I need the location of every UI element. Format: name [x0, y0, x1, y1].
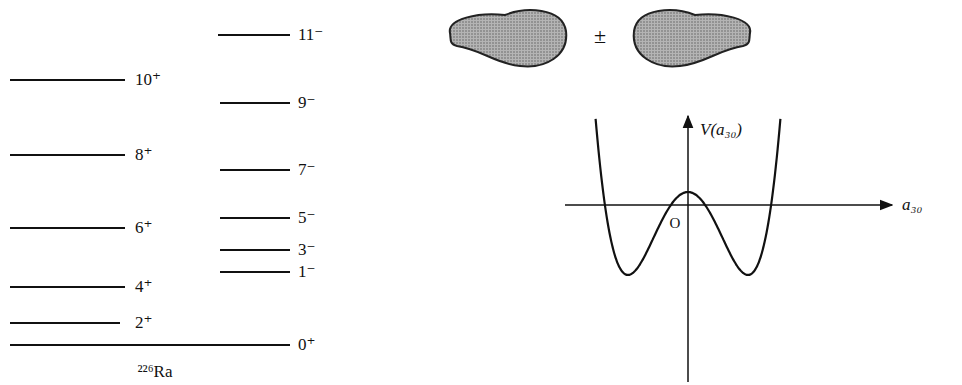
x-axis — [565, 204, 892, 206]
spin-parity-label: 3⁻ — [298, 241, 315, 260]
level-line — [10, 322, 120, 324]
spin-parity-label: 7⁻ — [298, 161, 315, 180]
axis-label: a₃₀ — [902, 196, 922, 215]
level-line — [10, 227, 125, 229]
level-line — [10, 154, 125, 156]
spin-parity-label: 10⁺ — [135, 71, 161, 90]
spin-parity-label: 5⁻ — [298, 209, 315, 228]
potential-curve — [596, 119, 781, 275]
spin-parity-label: 0⁺ — [298, 336, 315, 355]
level-line — [220, 169, 290, 171]
spin-parity-label: 6⁺ — [135, 219, 152, 238]
level-line — [220, 271, 290, 273]
spin-parity-label: 2⁺ — [135, 314, 152, 333]
level-lines — [10, 35, 290, 345]
pear-shape — [450, 10, 566, 66]
level-line — [10, 344, 290, 346]
axis-label: V(a₃₀) — [700, 121, 742, 140]
plus-minus-sign: ± — [594, 24, 606, 48]
level-line — [10, 79, 125, 81]
level-line — [10, 286, 125, 288]
pear-shape — [634, 10, 750, 66]
spin-parity-label: 8⁺ — [135, 146, 152, 165]
level-line — [220, 249, 290, 251]
level-line — [220, 217, 290, 219]
origin-label: O — [670, 215, 681, 232]
level-line — [220, 102, 290, 104]
spin-parity-label: 1⁻ — [298, 263, 315, 282]
level-line — [218, 34, 290, 36]
spin-parity-label: 9⁻ — [298, 94, 315, 113]
nucleus-label: ²²⁶Ra — [137, 363, 172, 382]
spin-parity-label: 4⁺ — [135, 278, 152, 297]
spin-parity-label: 11⁻ — [298, 26, 323, 45]
y-axis — [687, 116, 689, 382]
